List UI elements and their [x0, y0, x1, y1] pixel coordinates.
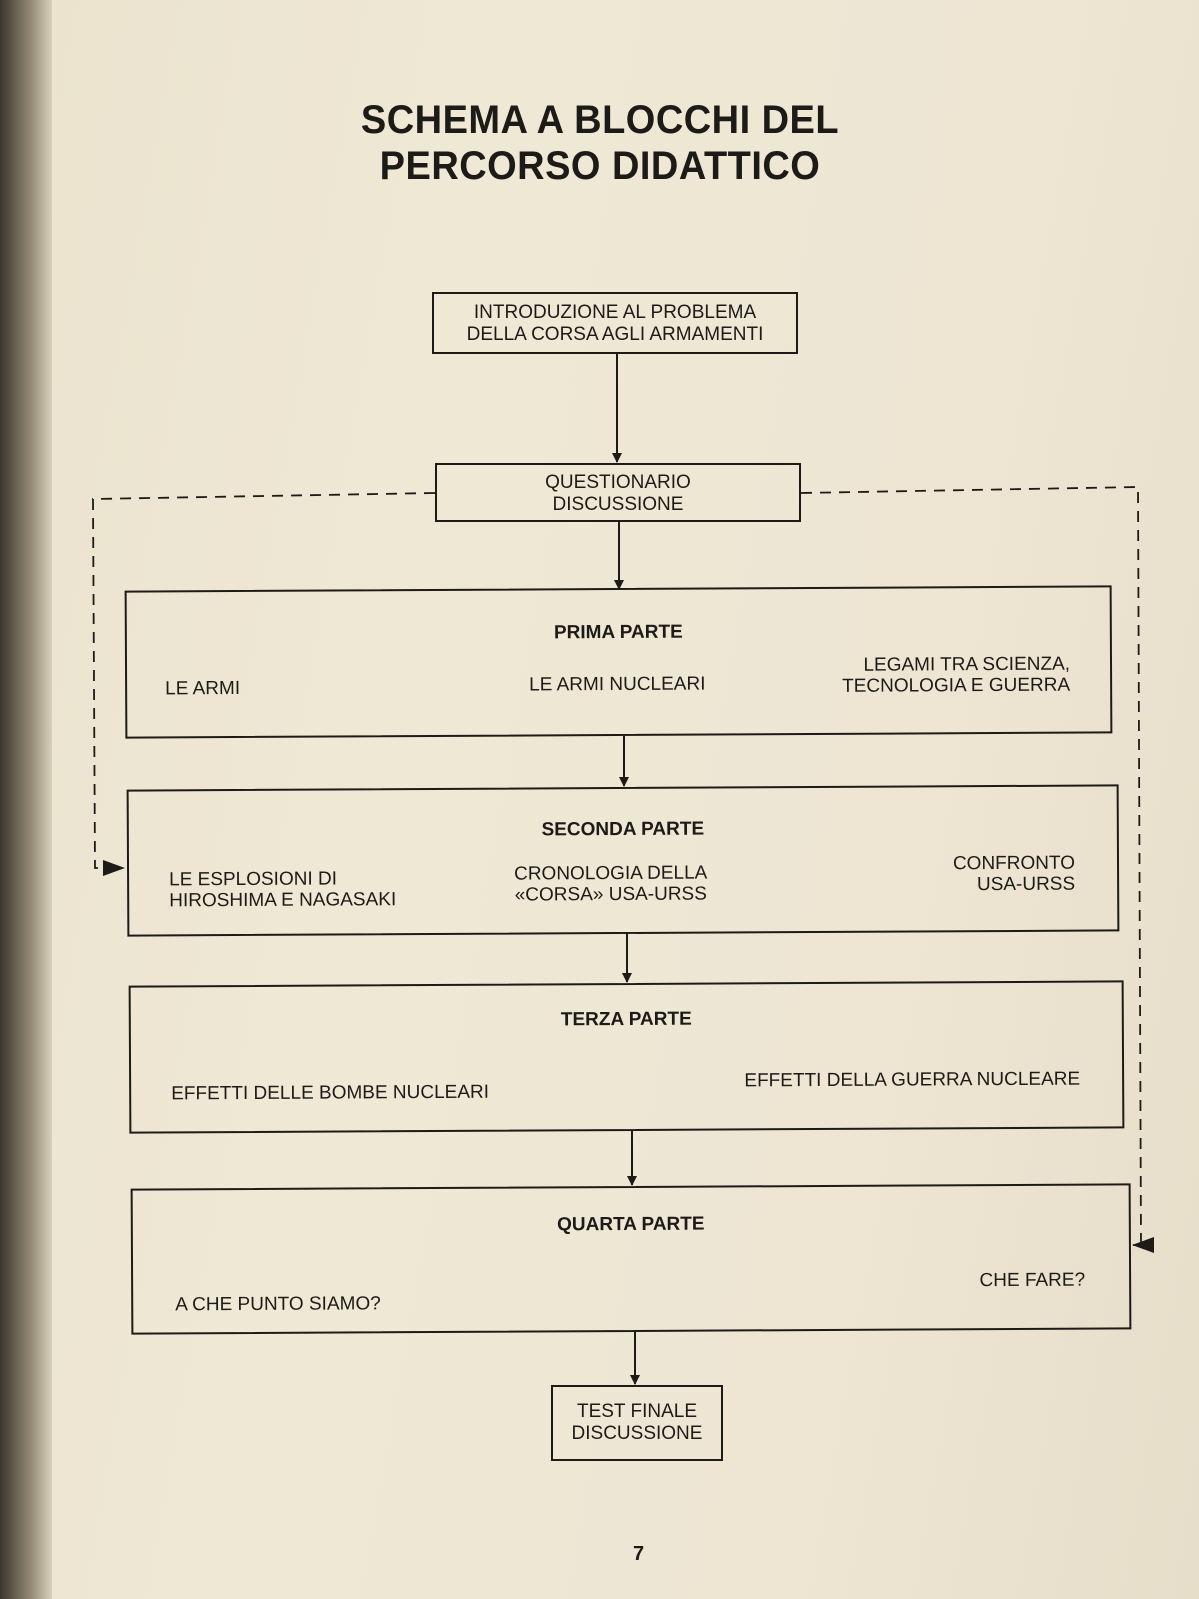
document-page	[48, 0, 1199, 1599]
terza-item-guerra: EFFETTI DELLA GUERRA NUCLEARE	[744, 1068, 1081, 1092]
seconda-parte-heading: SECONDA PARTE	[541, 818, 705, 841]
title-line-1: SCHEMA A BLOCCHI DEL	[360, 98, 840, 142]
quarta-parte-heading: QUARTA PARTE	[557, 1213, 705, 1236]
quarta-parte-box: QUARTA PARTE A CHE PUNTO SIAMO? CHE FARE…	[130, 1183, 1132, 1335]
seconda-item-confronto: CONFRONTO USA-URSS	[953, 853, 1075, 896]
quarta-item-punto: A CHE PUNTO SIAMO?	[175, 1293, 381, 1316]
terza-item-bombe: EFFETTI DELLE BOMBE NUCLEARI	[171, 1081, 490, 1105]
terza-parte-heading: TERZA PARTE	[560, 1008, 692, 1031]
terza-parte-box: TERZA PARTE EFFETTI DELLE BOMBE NUCLEARI…	[128, 980, 1125, 1134]
intro-box: INTRODUZIONE AL PROBLEMA DELLA CORSA AGL…	[432, 292, 798, 354]
seconda-item-cronologia-line-2: «CORSA» USA-URSS	[514, 883, 707, 906]
seconda-item-esplosioni-line-1: LE ESPLOSIONI DI	[169, 868, 338, 891]
seconda-item-confronto-line-2: USA-URSS	[976, 873, 1076, 896]
intro-line-2: DELLA CORSA AGLI ARMAMENTI	[466, 324, 764, 345]
questionario-line-2: DISCUSSIONE	[552, 494, 684, 515]
prima-item-armi-nucleari: LE ARMI NUCLEARI	[529, 673, 706, 696]
arrowhead-left-loop	[103, 860, 125, 876]
questionario-line-1: QUESTIONARIO	[545, 472, 691, 493]
seconda-item-confronto-line-1: CONFRONTO	[952, 852, 1076, 875]
prima-item-legami: LEGAMI TRA SCIENZA, TECNOLOGIA E GUERRA	[842, 654, 1070, 697]
prima-item-legami-line-1: LEGAMI TRA SCIENZA,	[863, 653, 1071, 676]
test-finale-box: TEST FINALE DISCUSSIONE	[551, 1385, 723, 1461]
page-number: 7	[633, 1543, 645, 1565]
prima-item-le-armi: LE ARMI	[165, 677, 241, 700]
prima-parte-heading: PRIMA PARTE	[553, 621, 683, 644]
seconda-item-cronologia-line-1: CRONOLOGIA DELLA	[514, 862, 708, 885]
prima-item-legami-line-2: TECNOLOGIA E GUERRA	[842, 674, 1071, 697]
test-line-1: TEST FINALE	[576, 1401, 697, 1422]
quarta-item-fare: CHE FARE?	[979, 1269, 1086, 1292]
seconda-item-esplosioni-line-2: HIROSHIMA E NAGASAKI	[169, 889, 397, 912]
title-line-2: PERCORSO DIDATTICO	[379, 144, 821, 188]
questionario-box: QUESTIONARIO DISCUSSIONE	[435, 463, 801, 522]
seconda-item-esplosioni: LE ESPLOSIONI DI HIROSHIMA E NAGASAKI	[169, 868, 396, 911]
intro-line-1: INTRODUZIONE AL PROBLEMA	[473, 302, 757, 323]
test-line-2: DISCUSSIONE	[571, 1423, 703, 1444]
seconda-parte-box: SECONDA PARTE LE ESPLOSIONI DI HIROSHIMA…	[126, 784, 1120, 937]
book-gutter	[0, 0, 52, 1599]
prima-parte-box: PRIMA PARTE LE ARMI LE ARMI NUCLEARI LEG…	[124, 585, 1113, 739]
seconda-item-cronologia: CRONOLOGIA DELLA «CORSA» USA-URSS	[514, 863, 707, 906]
arrowhead-right-loop	[1132, 1237, 1154, 1253]
